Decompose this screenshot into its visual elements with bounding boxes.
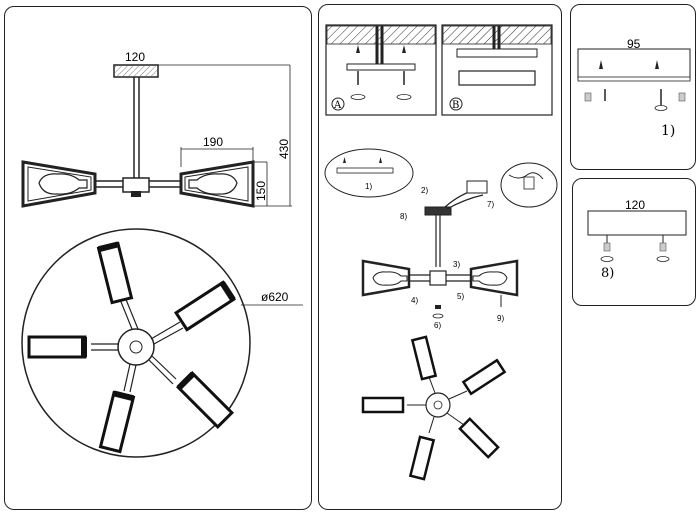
step-7-label: 7) (487, 200, 494, 209)
canopy-panel-width-label: 120 (625, 198, 645, 212)
step-2-label: 2) (421, 186, 428, 195)
dimensions-panel: 120 190 430 150 (4, 6, 312, 510)
step-3-label: 3) (453, 260, 460, 269)
step-9-label: 9) (497, 314, 504, 323)
diameter-circle (21, 228, 251, 458)
bracket-width-label: 95 (627, 37, 641, 51)
installation-drawing: A B 1) 2) 7) 8) (324, 24, 558, 481)
step-5-label: 5) (457, 292, 464, 301)
diameter-label: ø620 (261, 290, 289, 304)
canopy-width-label: 120 (125, 50, 145, 64)
bracket-panel: 95 1) (570, 4, 696, 170)
variant-a-label: A (333, 100, 342, 111)
canopy-drawing: 120 8) (587, 198, 687, 281)
installation-panel: A B 1) 2) 7) 8) (318, 4, 562, 510)
shade-width-label: 190 (203, 135, 223, 149)
step-8-label: 8) (400, 212, 407, 221)
total-height-label: 430 (277, 139, 291, 159)
variant-b-label: B (452, 100, 459, 111)
install-top-view (361, 335, 507, 481)
shade-height-label: 150 (254, 181, 268, 201)
left-shade (21, 160, 97, 208)
canopy-panel: 120 8) (572, 178, 696, 306)
step-1-label: 1) (365, 182, 372, 191)
top-view-fixture (27, 241, 237, 454)
step-6-label: 6) (434, 321, 441, 330)
step-4-label: 4) (411, 296, 418, 305)
right-shade (179, 160, 255, 208)
canopy-step-label: 8) (601, 266, 614, 281)
dimensions-drawing: 120 190 430 150 (21, 50, 303, 458)
bracket-step-label: 1) (661, 123, 675, 139)
variant-b-box: B (441, 24, 553, 116)
variant-a-box: A (325, 24, 437, 116)
bracket-drawing: 95 1) (577, 37, 691, 139)
canopy-side-view (113, 64, 159, 179)
